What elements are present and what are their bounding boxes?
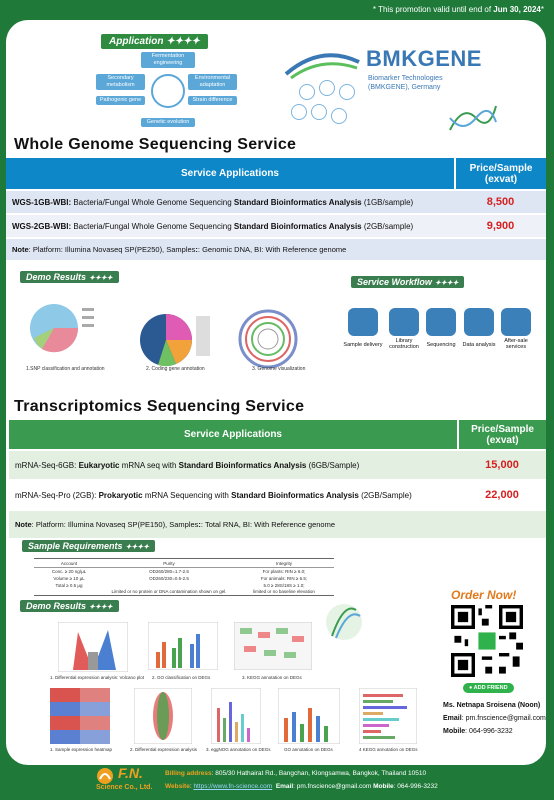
caption: 3. eggNOG annotation on DEGs	[206, 747, 271, 752]
caption: 4 KEGG annotation on DEGs	[359, 747, 418, 752]
heatmap	[50, 688, 110, 744]
transcriptomics-table: Service Applications Price/Sample (exvat…	[9, 420, 546, 538]
application-diagram: Fermentation engineering Secondary metab…	[96, 52, 237, 138]
app-item: Genetic evolution	[141, 118, 195, 127]
sample-requirements-table: Account Purity Integrity Conc. ≥ 20 ng/μ…	[34, 558, 334, 596]
table-row: mRNA-Seq-Pro (2GB): Prokaryotic mRNA Seq…	[9, 480, 546, 510]
sample-requirements-tag: Sample Requirements✦✦✦✦	[22, 540, 155, 552]
caption: 2. Differential expression analysis	[130, 747, 197, 752]
table-row: WGS-2GB-WBI: Bacteria/Fungal Whole Genom…	[6, 214, 546, 238]
trans-header-price: Price/Sample (exvat)	[457, 420, 546, 450]
company-subname: Science Co., Ltd.	[96, 784, 153, 791]
feature-icons	[291, 80, 381, 140]
table-row: WGS-1GB-WBI: Bacteria/Fungal Whole Genom…	[6, 190, 546, 214]
workflow-step: After-sale services	[504, 338, 528, 350]
caption: 1. Sample expression heatmap	[50, 747, 113, 752]
logo-swoosh-icon	[284, 53, 360, 80]
service-workflow-tag: Service Workflow✦✦✦✦	[351, 276, 465, 288]
workflow-step: Sample delivery	[343, 342, 383, 348]
kegg-pathway-map	[234, 622, 312, 670]
center-circle-icon	[151, 74, 185, 108]
table-row: mRNA-Seq-6GB: Eukaryotic mRNA seq with S…	[9, 450, 546, 480]
genome-circle-plot	[238, 309, 298, 369]
bmkgene-logo: BMKGENE Biomarker Technologies(BMKGENE),…	[281, 40, 511, 100]
rna-icon	[326, 604, 362, 640]
workflow-step: Sequencing	[426, 342, 456, 348]
eggnog-bar-chart	[211, 688, 261, 744]
dna-icon	[449, 105, 497, 131]
after-sale-icon	[501, 308, 531, 336]
trans-header-services: Service Applications	[9, 420, 458, 450]
workflow-step: Data analysis	[462, 342, 496, 348]
go-classification-chart	[148, 622, 218, 670]
contact-name: Ms. Netnapa Sroisena (Noon)	[443, 702, 541, 709]
add-friend-button[interactable]: ● ADD FRIEND	[463, 683, 514, 693]
caption: 2. Coding gene annotation	[146, 366, 205, 372]
footer-contacts: Website: https://www.fn-science.com Emai…	[165, 783, 438, 790]
wgs-table: Service Applications Price/Sample (exvat…	[6, 158, 546, 260]
note-row: Note: Platform: Illumina Novaseq SP(PE15…	[9, 510, 546, 538]
website-link[interactable]: https://www.fn-science.com	[193, 783, 273, 790]
transcriptomics-title: Transcriptomics Sequencing Service	[14, 398, 305, 415]
data-analysis-icon	[464, 308, 494, 336]
kegg-bar-chart	[359, 688, 417, 744]
app-item: Secondary metabolism	[96, 74, 145, 90]
fn-logo-icon	[97, 768, 113, 784]
demo-results-tag-2: Demo Results✦✦✦✦	[20, 600, 119, 612]
logo-text: BMKGENE	[366, 46, 482, 71]
ma-plot	[134, 688, 192, 744]
note-row: Note: Platform: Illumina Novaseq SP(PE25…	[6, 238, 546, 260]
caption: 2. GO classification on DEGs	[152, 675, 211, 680]
app-item: Fermentation engineering	[141, 52, 195, 68]
line-qr-code[interactable]	[451, 605, 523, 677]
sequencing-icon	[426, 308, 456, 336]
app-item: Environmental adaptation	[188, 74, 237, 90]
caption: 1. Differential expression analysis: Vol…	[50, 675, 144, 680]
promotion-note: * This promotion valid until end of Jun …	[372, 5, 544, 14]
caption: GO annotation on DEGs	[284, 747, 333, 752]
sample-delivery-icon	[348, 308, 378, 336]
wgs-header-price: Price/Sample (exvat)	[454, 158, 546, 190]
go-annotation-chart	[278, 688, 340, 744]
price: 8,500	[486, 196, 515, 208]
caption: 3. Genome visualization	[252, 366, 306, 372]
coding-gene-pie-chart	[140, 314, 210, 367]
order-now-title: Order Now!	[451, 588, 517, 602]
library-construction-icon	[389, 308, 419, 336]
contact-email: Email: pm.fnscience@gmail.com	[443, 715, 546, 722]
app-item: Pathogenic gene	[96, 96, 145, 105]
billing-address: Billing address: 805/30 Hathairat Rd., B…	[165, 770, 427, 777]
wgs-header-services: Service Applications	[6, 158, 455, 190]
price: 15,000	[485, 459, 519, 471]
snp-pie-chart	[30, 304, 94, 353]
price: 9,900	[486, 220, 515, 232]
company-name: F.N.	[118, 765, 143, 781]
demo-results-tag: Demo Results✦✦✦✦	[20, 271, 119, 283]
caption: 1.SNP classification and annotation	[26, 366, 105, 372]
volcano-plot	[58, 622, 128, 672]
wgs-title: Whole Genome Sequencing Service	[14, 136, 297, 153]
contact-mobile: Mobile: 064-996-3232	[443, 728, 513, 735]
price: 22,000	[485, 489, 519, 501]
logo-subtitle: Biomarker Technologies(BMKGENE), Germany	[368, 75, 443, 91]
flyer-card: Application ✦✦✦✦ Fermentation engineerin…	[6, 20, 546, 765]
workflow-step: Library construction	[389, 338, 419, 350]
application-tag: Application ✦✦✦✦	[101, 34, 208, 49]
app-item: Strain difference	[188, 96, 237, 105]
caption: 3. KEGG annotation on DEGs	[242, 675, 302, 680]
